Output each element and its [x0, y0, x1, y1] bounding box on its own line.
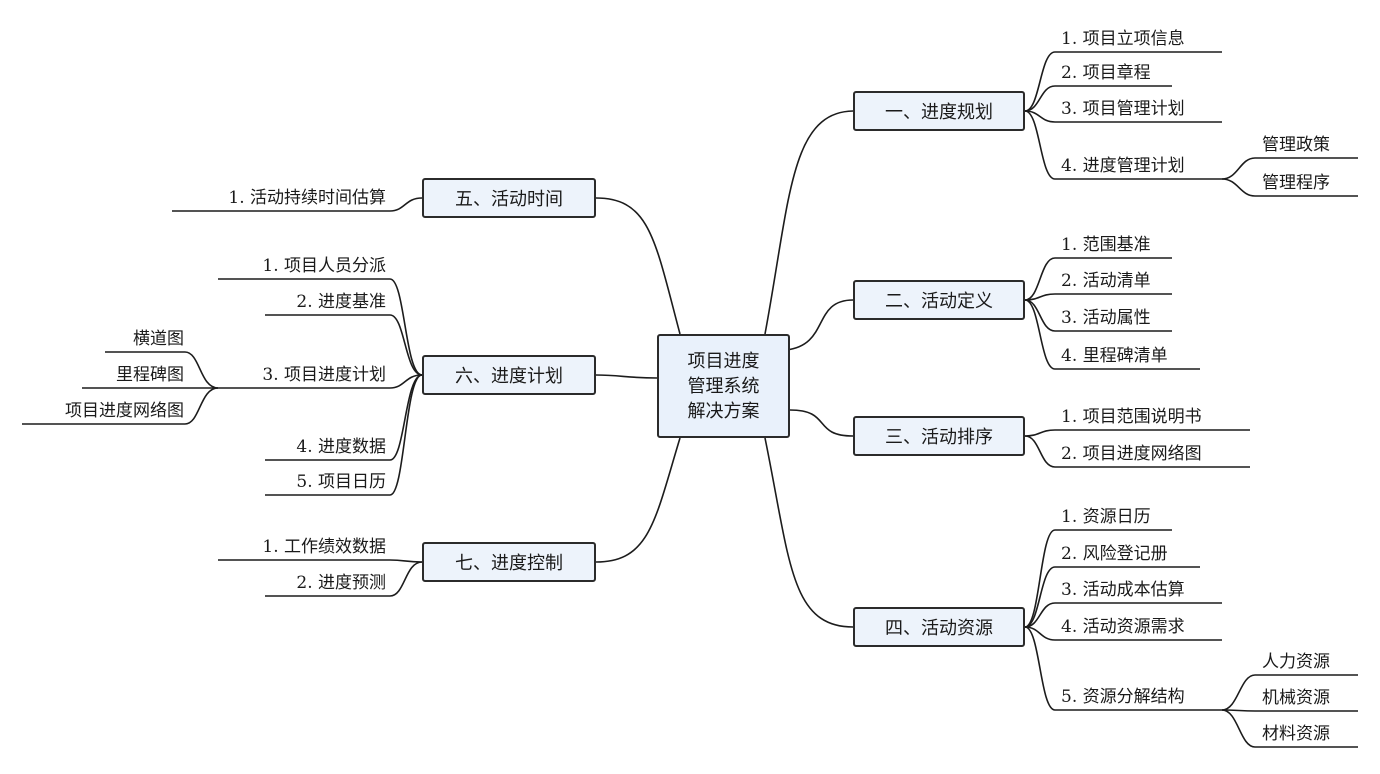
central-topic[interactable]: 项目进度 管理系统 解决方案 — [657, 334, 790, 438]
topic-label[interactable]: 3. 活动成本估算 — [1061, 580, 1185, 600]
connector — [595, 197, 681, 335]
connector — [595, 374, 658, 379]
connector — [265, 561, 423, 597]
topic-label[interactable]: 2. 进度预测 — [296, 573, 386, 593]
connector — [1221, 178, 1358, 197]
topic-label[interactable]: 1. 项目人员分派 — [262, 256, 386, 276]
connector — [1024, 626, 1222, 711]
connector — [595, 437, 681, 563]
branch-schedule-plan[interactable]: 六、进度计划 — [422, 355, 596, 395]
subtopic-label[interactable]: 横道图 — [133, 329, 184, 349]
branch-activity-duration[interactable]: 五、活动时间 — [422, 178, 596, 218]
connector — [218, 374, 423, 389]
connector — [1221, 709, 1358, 712]
connector — [265, 374, 423, 496]
connector — [1221, 709, 1358, 748]
topic-label[interactable]: 3. 活动属性 — [1061, 308, 1151, 328]
branch-activity-sequencing[interactable]: 三、活动排序 — [853, 416, 1025, 456]
connector — [218, 559, 423, 563]
topic-label[interactable]: 2. 风险登记册 — [1061, 544, 1168, 564]
subtopic-label[interactable]: 管理政策 — [1262, 135, 1330, 155]
central-topic-line: 管理系统 — [687, 375, 760, 397]
subtopic-label[interactable]: 人力资源 — [1262, 652, 1330, 672]
connector — [1024, 110, 1222, 180]
topic-label[interactable]: 3. 项目进度计划 — [262, 365, 386, 385]
connector — [764, 437, 854, 628]
topic-label[interactable]: 1. 范围基准 — [1061, 235, 1151, 255]
central-topic-line: 项目进度 — [687, 350, 760, 372]
subtopic-label[interactable]: 管理程序 — [1262, 173, 1330, 193]
connector — [172, 197, 423, 212]
connector — [105, 351, 219, 389]
subtopic-label[interactable]: 材料资源 — [1262, 724, 1330, 744]
topic-label[interactable]: 3. 项目管理计划 — [1061, 99, 1185, 119]
topic-label[interactable]: 2. 进度基准 — [296, 292, 386, 312]
topic-label[interactable]: 1. 活动持续时间估算 — [228, 188, 386, 208]
connector — [764, 110, 854, 335]
branch-schedule-control[interactable]: 七、进度控制 — [422, 542, 596, 582]
subtopic-label[interactable]: 里程碑图 — [116, 365, 184, 385]
connector — [218, 278, 423, 376]
topic-label[interactable]: 1. 工作绩效数据 — [262, 537, 386, 557]
connector — [1024, 299, 1200, 370]
subtopic-label[interactable]: 项目进度网络图 — [65, 401, 184, 421]
connector — [1024, 110, 1222, 123]
connector — [785, 299, 854, 351]
topic-label[interactable]: 1. 项目范围说明书 — [1061, 407, 1202, 427]
connector — [1024, 602, 1222, 628]
topic-label[interactable]: 2. 项目章程 — [1061, 63, 1151, 83]
connector — [1024, 85, 1172, 112]
topic-label[interactable]: 5. 资源分解结构 — [1061, 687, 1185, 707]
connector — [1221, 157, 1358, 180]
connector — [1024, 435, 1250, 468]
topic-label[interactable]: 1. 资源日历 — [1061, 507, 1151, 527]
connector — [1024, 429, 1250, 437]
connector — [1024, 257, 1172, 301]
connector — [1024, 626, 1222, 641]
branch-activity-definition[interactable]: 二、活动定义 — [853, 280, 1025, 320]
connector — [265, 314, 423, 376]
topic-label[interactable]: 2. 项目进度网络图 — [1061, 444, 1202, 464]
subtopic-label[interactable]: 机械资源 — [1262, 688, 1330, 708]
connector — [1024, 566, 1200, 628]
connector — [1024, 51, 1222, 112]
connector — [1221, 674, 1358, 711]
branch-schedule-planning[interactable]: 一、进度规划 — [853, 91, 1025, 131]
central-topic-line: 解决方案 — [687, 400, 760, 422]
topic-label[interactable]: 4. 活动资源需求 — [1061, 617, 1185, 637]
connector — [1024, 293, 1172, 301]
topic-label[interactable]: 5. 项目日历 — [296, 472, 386, 492]
topic-label[interactable]: 1. 项目立项信息 — [1061, 29, 1185, 49]
topic-label[interactable]: 4. 里程碑清单 — [1061, 346, 1168, 366]
connector — [789, 409, 854, 437]
topic-label[interactable]: 4. 进度管理计划 — [1061, 156, 1185, 176]
branch-activity-resources[interactable]: 四、活动资源 — [853, 607, 1025, 647]
topic-label[interactable]: 4. 进度数据 — [296, 437, 386, 457]
connector — [22, 387, 219, 425]
topic-label[interactable]: 2. 活动清单 — [1061, 271, 1151, 291]
connector — [1024, 529, 1172, 628]
